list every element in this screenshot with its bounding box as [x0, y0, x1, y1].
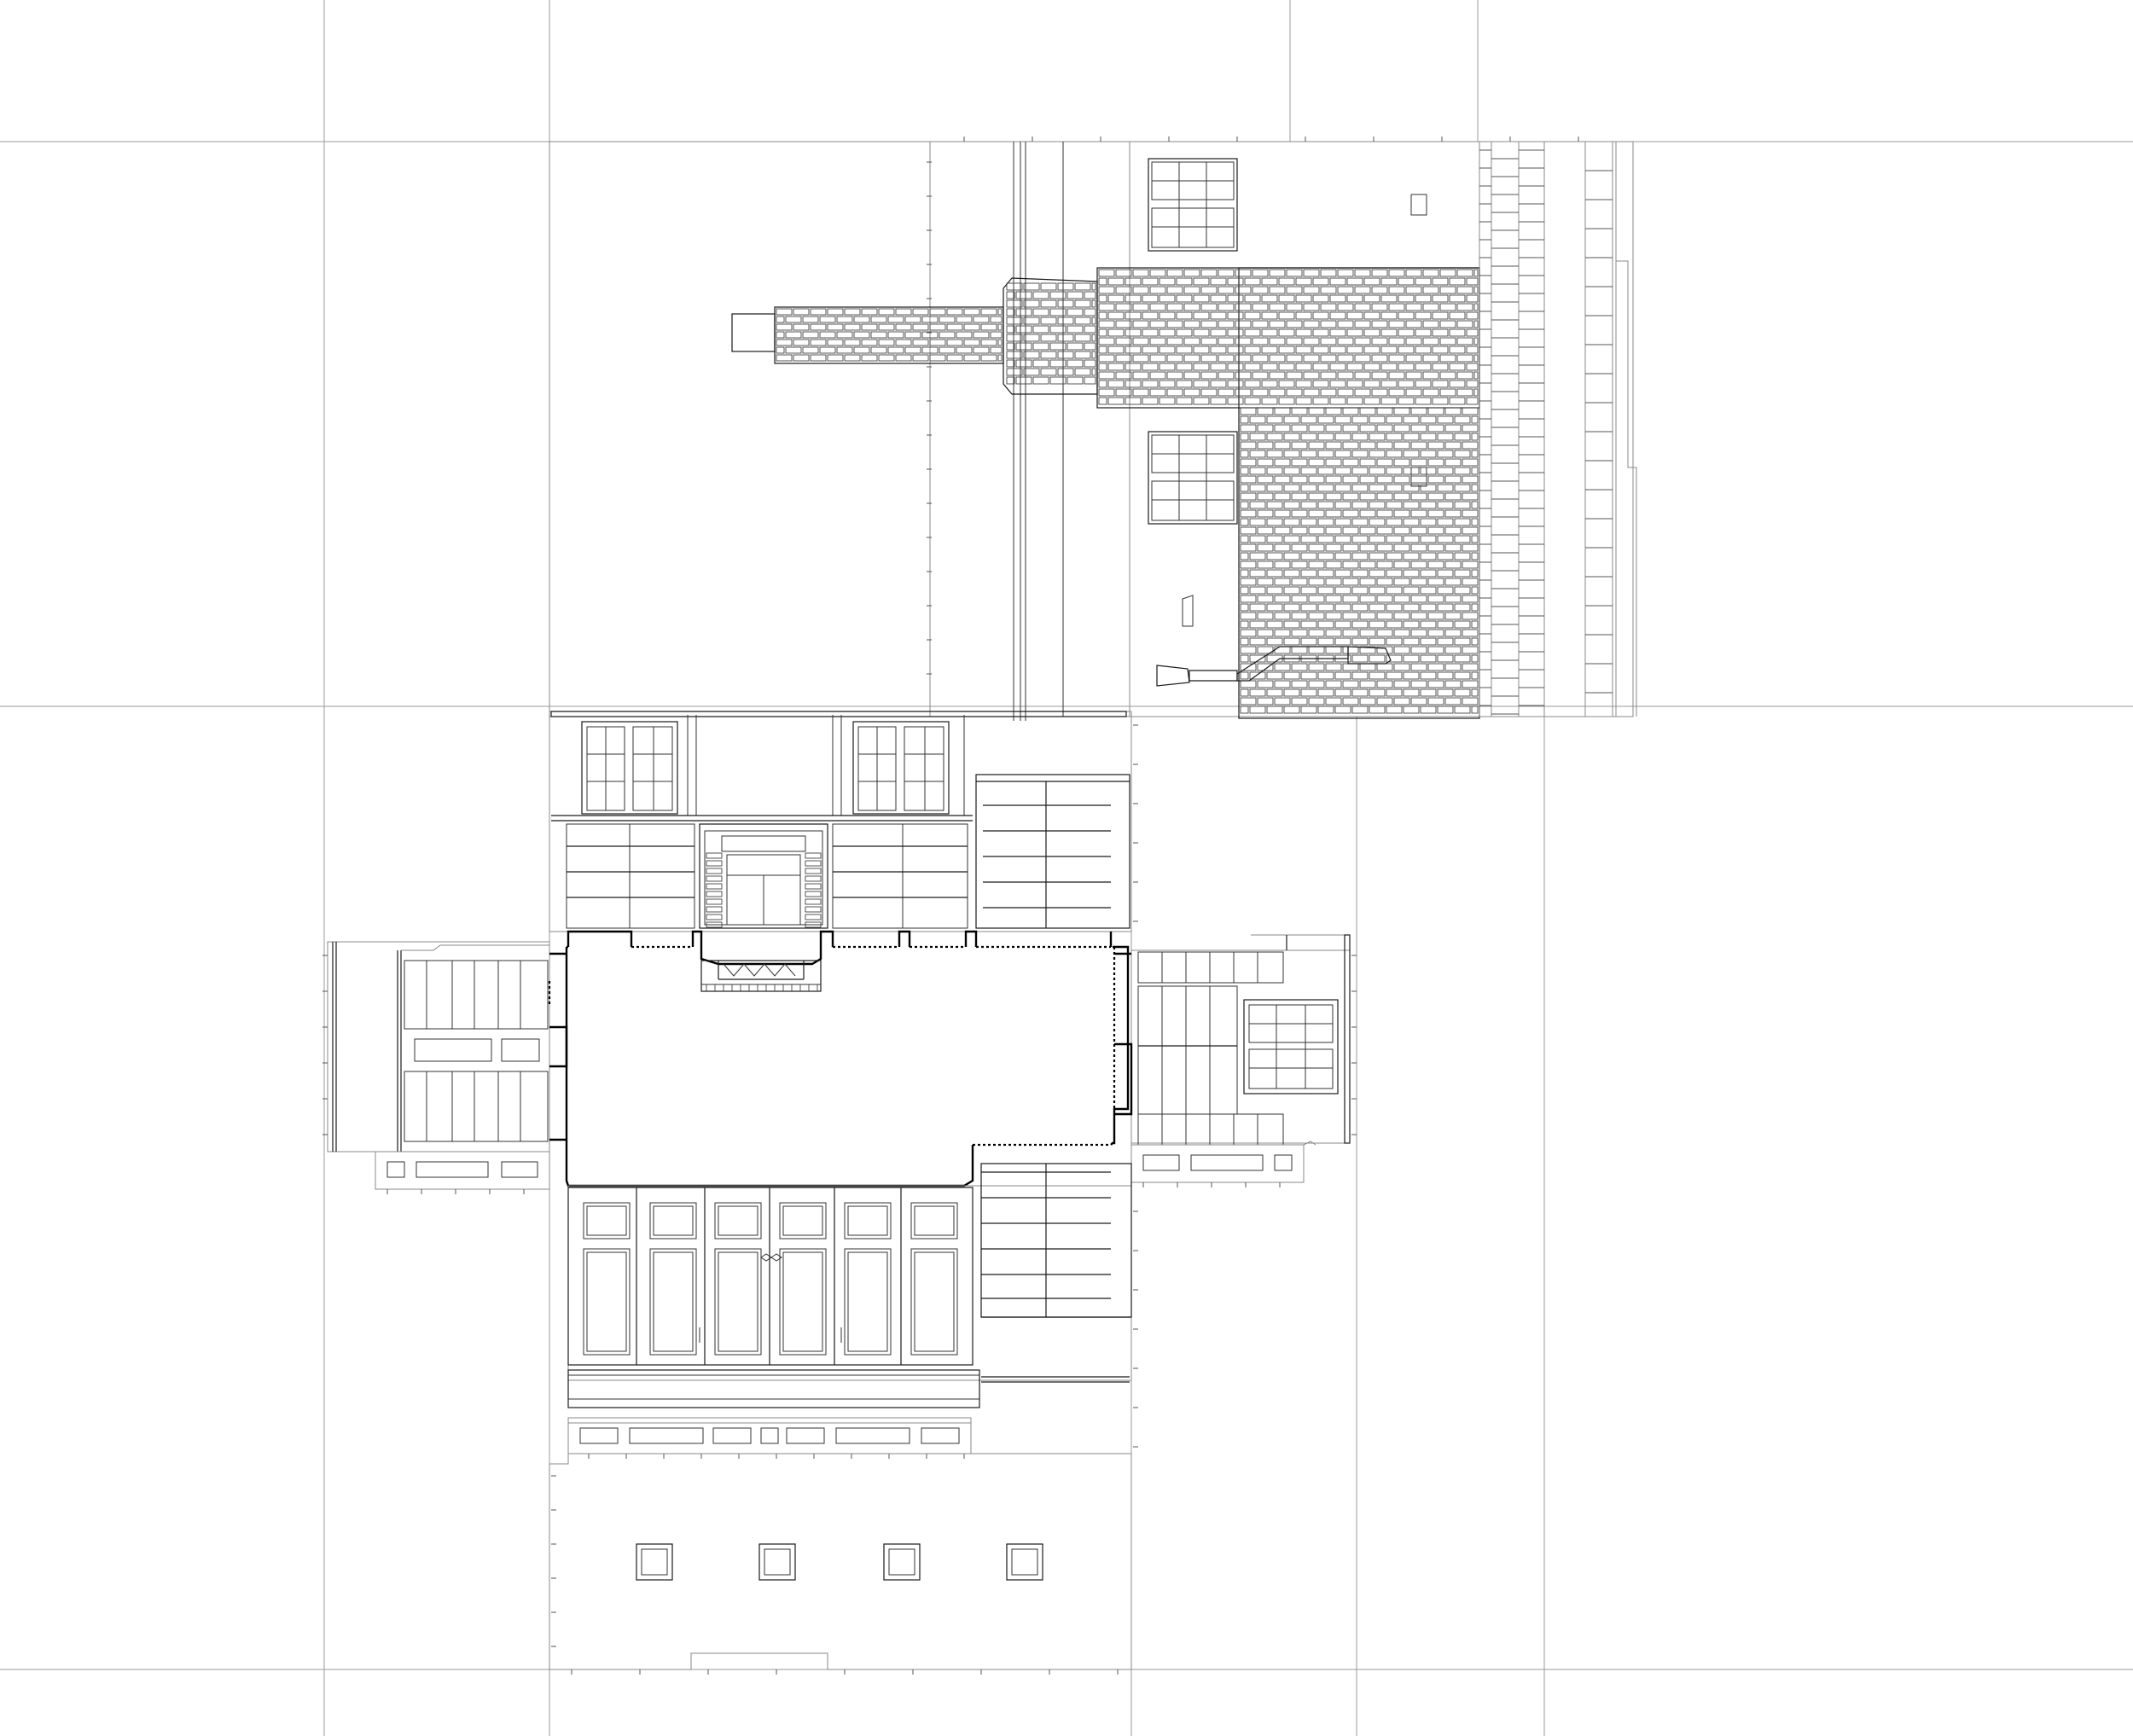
right-wall-windows [1243, 999, 1339, 1094]
elevation-left-wall [323, 941, 568, 1194]
floor-vent-grilles [636, 1543, 1043, 1581]
elevation-right-wall [1114, 934, 1357, 1187]
window-left-pair [581, 721, 678, 815]
built-in-shelving-bottom [980, 1163, 1132, 1318]
window-right-pair [852, 721, 950, 815]
ceiling-plan [549, 136, 1637, 721]
fireplace-hearth [700, 960, 822, 992]
ceiling-window-upper [1148, 158, 1238, 252]
fireplace-surround [699, 823, 828, 929]
built-in-shelving-left [566, 823, 695, 929]
right-wall-shelving [1137, 951, 1284, 1146]
brick-chimney [731, 267, 1480, 719]
elevation-bottom-wall [567, 724, 1138, 1459]
floor-plan [565, 930, 1130, 1187]
left-wall-shelving [404, 960, 549, 1142]
door-handle [770, 1253, 782, 1262]
lamp-fixture [1182, 595, 1194, 627]
ceiling-right-strip [1479, 141, 1637, 717]
ceiling-window-lower [1148, 431, 1238, 525]
built-in-shelving-right [975, 774, 1130, 929]
floor-vents-panel [549, 1453, 1132, 1675]
paneled-double-doors [567, 1187, 974, 1366]
vent-grille [1410, 194, 1427, 216]
elevation-top-wall [549, 711, 1132, 932]
built-in-shelving-mid [832, 823, 968, 929]
